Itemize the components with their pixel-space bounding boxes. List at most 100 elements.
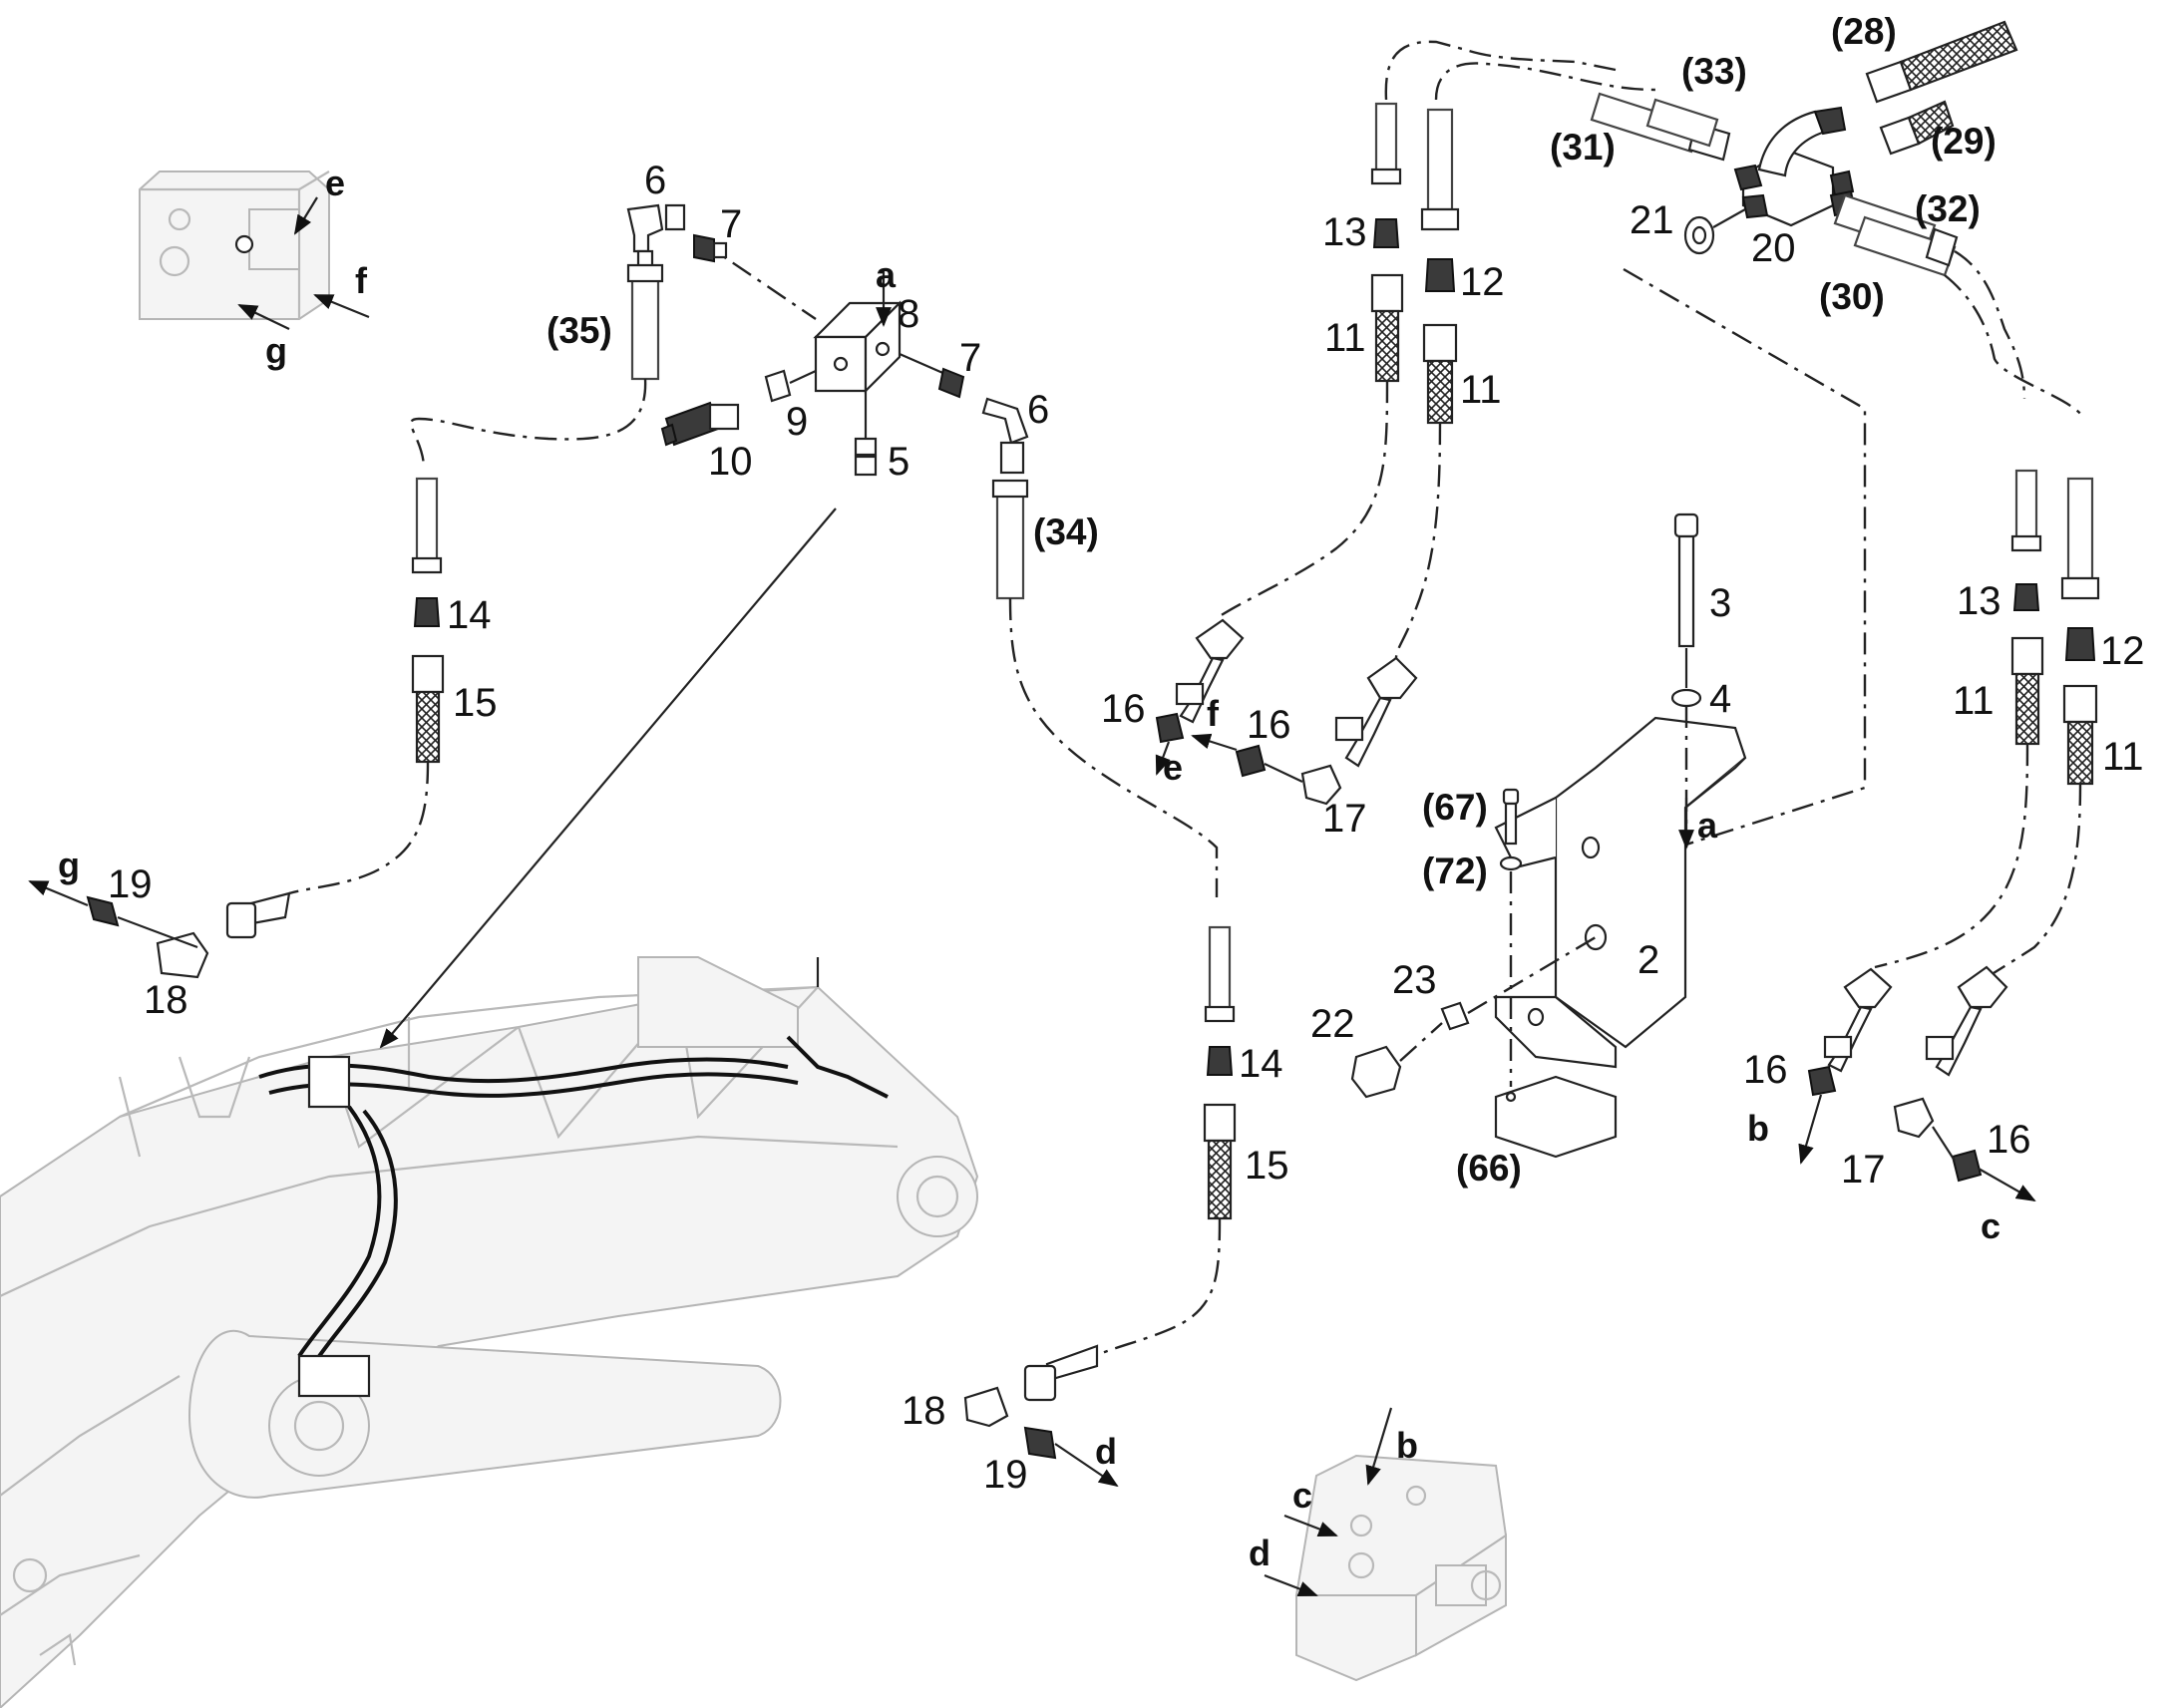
letter-f-valve: f [355, 260, 368, 301]
fitting-6-right [981, 397, 1029, 475]
label-14-left: 14 [447, 593, 492, 637]
label-11-top-b: 11 [1460, 368, 1502, 412]
label-19-left: 19 [108, 862, 153, 906]
fitting-16-17-mid [1155, 618, 1418, 806]
label-15-left: 15 [453, 681, 498, 725]
label-21: 21 [1630, 198, 1674, 242]
letter-e-hose: e [1163, 747, 1183, 788]
label-2: 2 [1637, 938, 1659, 982]
label-7-right: 7 [959, 336, 981, 380]
label-14-bottom: 14 [1239, 1042, 1283, 1086]
letter-e-valve: e [325, 163, 345, 203]
label-7-top: 7 [720, 202, 742, 246]
tube-13-top [1370, 102, 1404, 383]
tube-14-bottom [1203, 925, 1237, 1220]
fitting-16-17-right [1807, 965, 2008, 1183]
part-labels: 6 7 8 7 6 9 10 5 14 15 19 18 14 15 18 19… [108, 159, 2145, 1497]
label-ref-72: (72) [1422, 851, 1488, 891]
label-9: 9 [786, 400, 808, 444]
valve-block-efg [139, 171, 330, 320]
label-17-right: 17 [1841, 1148, 1886, 1192]
letter-b-valve: b [1396, 1425, 1418, 1466]
label-16-right-b: 16 [1987, 1118, 2031, 1162]
label-16-right-a: 16 [1743, 1048, 1788, 1092]
pointer-line [379, 508, 837, 1049]
tube-35 [626, 249, 664, 381]
letter-g-hose: g [58, 845, 80, 885]
bolt-3 [1670, 512, 1702, 708]
boom-assembly [0, 956, 979, 1708]
fitting-5 [854, 391, 878, 477]
label-6-top: 6 [644, 159, 666, 202]
nut-22-spacer-23 [1350, 1001, 1470, 1099]
label-ref-66: (66) [1456, 1148, 1522, 1189]
tube-13-right [2010, 469, 2044, 746]
letter-f-hose: f [1207, 693, 1220, 734]
label-13-top: 13 [1322, 210, 1367, 254]
letter-a-bracket: a [1697, 805, 1718, 846]
label-12-top: 12 [1460, 260, 1505, 304]
label-ref-34: (34) [1033, 512, 1099, 552]
label-ref-32: (32) [1915, 188, 1981, 229]
manifold-20 [1733, 106, 1857, 227]
screw-67-washer-72 [1499, 788, 1523, 871]
tube-14-left [411, 477, 445, 764]
label-4: 4 [1709, 677, 1731, 721]
label-ref-67: (67) [1422, 787, 1488, 828]
letter-d-valve: d [1249, 1533, 1271, 1573]
bracket-2 [1494, 716, 1747, 1069]
label-10: 10 [708, 440, 753, 484]
tube-34 [991, 479, 1029, 600]
sensor-10 [660, 401, 740, 447]
label-8: 8 [898, 292, 919, 336]
fitting-18-19-bottom [963, 1344, 1099, 1460]
label-22: 22 [1310, 1002, 1355, 1046]
connection-letters: a a b b c c d d e e f f g g [58, 163, 2000, 1573]
tube-12-right [2060, 477, 2100, 786]
label-ref-30: (30) [1819, 276, 1885, 317]
label-16-mid-a: 16 [1101, 687, 1146, 731]
label-3: 3 [1709, 581, 1731, 625]
label-6-right: 6 [1027, 388, 1049, 432]
letter-c-valve: c [1292, 1475, 1312, 1516]
label-11-right-b: 11 [2102, 735, 2144, 779]
label-11-right-a: 11 [1953, 679, 1995, 723]
letter-g-valve: g [265, 330, 287, 371]
label-ref-29: (29) [1931, 121, 1997, 162]
label-5: 5 [888, 440, 909, 484]
plate-66 [1494, 1075, 1618, 1159]
tube-12-top [1420, 108, 1460, 425]
fitting-6-top [626, 203, 686, 253]
letter-d-hose: d [1095, 1431, 1117, 1472]
label-13-right: 13 [1957, 579, 2001, 623]
label-12-right: 12 [2100, 629, 2145, 673]
label-17-mid: 17 [1322, 797, 1367, 841]
label-ref-31: (31) [1550, 127, 1616, 168]
reference-labels: (35) (34) (28) (33) (31) (29) (32) (30) … [546, 11, 1997, 1189]
label-19-bottom: 19 [983, 1453, 1028, 1497]
label-18-bottom: 18 [902, 1389, 946, 1433]
fitting-7-right [899, 352, 965, 399]
letter-a-block: a [876, 254, 897, 295]
tube-32-30 [1833, 193, 1959, 277]
label-15-bottom: 15 [1245, 1144, 1289, 1188]
valve-block-bcd [1294, 1454, 1508, 1682]
hose-28 [1865, 20, 2018, 104]
junction-block-8 [813, 300, 903, 394]
fitting-7-top [693, 233, 728, 263]
label-18-left: 18 [144, 978, 188, 1022]
hose-29 [1879, 100, 1955, 156]
label-23: 23 [1392, 958, 1437, 1002]
letter-c-hose: c [1981, 1205, 2000, 1246]
label-16-mid-b: 16 [1247, 703, 1291, 747]
label-11-top-a: 11 [1324, 316, 1366, 360]
letter-b-hose: b [1747, 1108, 1769, 1149]
label-20: 20 [1751, 226, 1796, 270]
fitting-9 [764, 369, 817, 403]
label-ref-35: (35) [546, 310, 612, 351]
tube-31 [1645, 98, 1719, 148]
washer-21 [1683, 215, 1715, 255]
fitting-18-19-left [86, 891, 291, 979]
label-ref-28: (28) [1831, 11, 1897, 52]
